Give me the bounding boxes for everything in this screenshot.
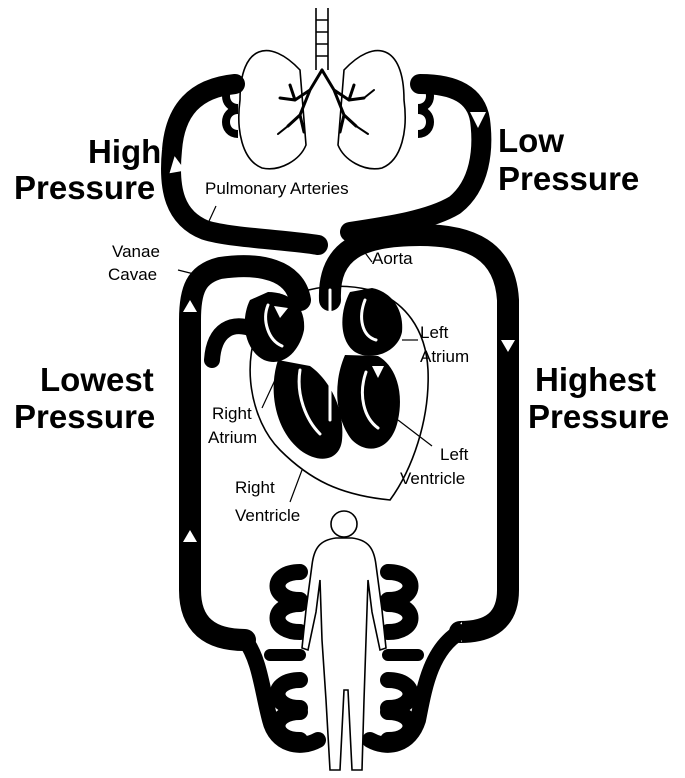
highest-pressure-label-1: Highest bbox=[535, 361, 656, 398]
pulmonary-artery-vessel bbox=[171, 84, 318, 245]
left-atrium-chamber bbox=[342, 288, 402, 356]
high-pressure-label-2: Pressure bbox=[14, 169, 155, 206]
highest-pressure-label-2: Pressure bbox=[528, 398, 669, 435]
left-atrium-label-2: Atrium bbox=[420, 347, 469, 366]
lowest-pressure-label-2: Pressure bbox=[14, 398, 155, 435]
heart bbox=[245, 286, 428, 500]
right-lung bbox=[239, 51, 306, 169]
aorta-label: Aorta bbox=[372, 249, 413, 268]
low-pressure-label-1: Low bbox=[498, 122, 564, 159]
trachea bbox=[316, 8, 328, 70]
figure-head bbox=[331, 511, 357, 537]
pulmonary-circuit bbox=[167, 84, 486, 245]
right-atrium-chamber bbox=[245, 292, 304, 362]
right-ventricle-chamber bbox=[274, 360, 343, 459]
left-ventricle-label-2: Ventricle bbox=[400, 469, 465, 488]
left-ventricle-label-1: Left bbox=[440, 445, 469, 464]
bronchi bbox=[278, 70, 374, 134]
low-pressure-label-2: Pressure bbox=[498, 160, 639, 197]
lungs bbox=[239, 8, 405, 169]
left-lung bbox=[338, 51, 405, 169]
left-atrium-label-1: Left bbox=[420, 323, 449, 342]
right-ventricle-label-1: Right bbox=[235, 478, 275, 497]
left-ventricle-chamber bbox=[337, 355, 400, 449]
vanae-cavae-label-2: Cavae bbox=[108, 265, 157, 284]
flow-arrow bbox=[310, 352, 322, 364]
right-ventricle-label-2: Ventricle bbox=[235, 506, 300, 525]
right-atrium-label-1: Right bbox=[212, 404, 252, 423]
pulmonary-arteries-label: Pulmonary Arteries bbox=[205, 179, 349, 198]
lowest-pressure-label-1: Lowest bbox=[40, 361, 154, 398]
high-pressure-label-1: High bbox=[88, 133, 161, 170]
vanae-cavae-label-1: Vanae bbox=[112, 242, 160, 261]
right-atrium-label-2: Atrium bbox=[208, 428, 257, 447]
pulmonary-vein-vessel bbox=[350, 84, 481, 232]
human-figure bbox=[302, 511, 386, 770]
labels: High Pressure Low Pressure Lowest Pressu… bbox=[14, 122, 669, 525]
